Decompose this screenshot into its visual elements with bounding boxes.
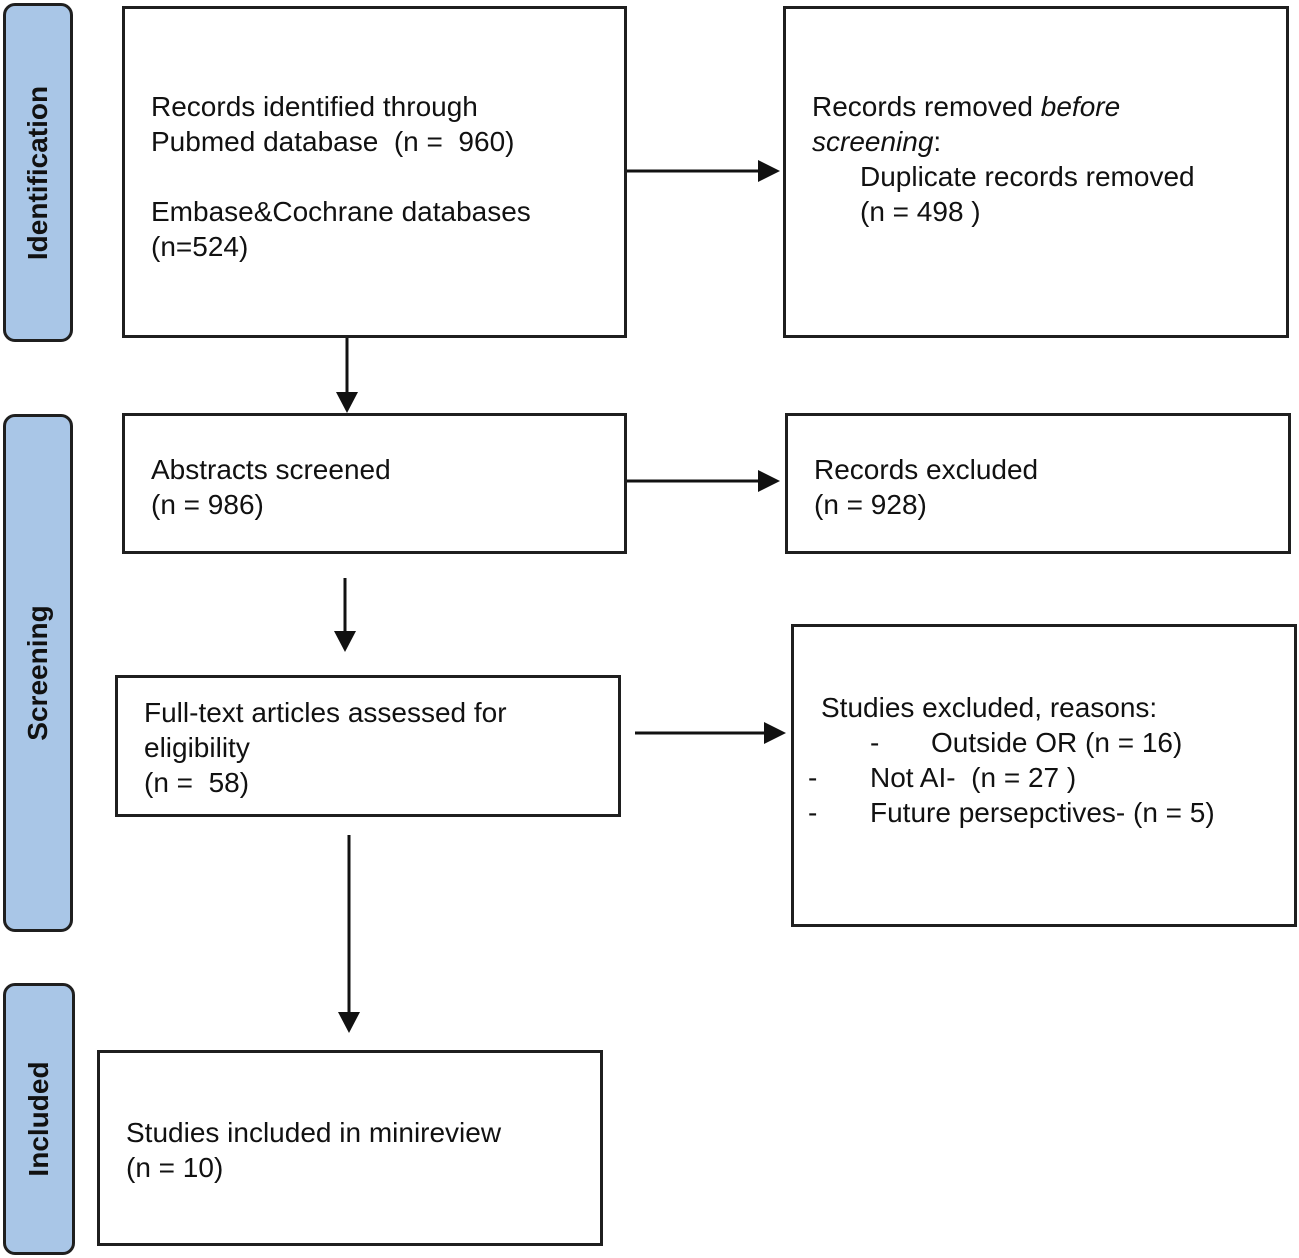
records-excluded-label: Records excluded	[814, 454, 1039, 485]
exclusion-reason: - Outside OR (n = 16)	[794, 725, 1294, 760]
abstracts-screened-label: Abstracts screened	[151, 454, 391, 485]
records-identified-box: Records identified through Pubmed databa…	[122, 6, 627, 338]
records-identified-line2: Pubmed database (n = 960)	[151, 126, 515, 157]
fulltext-assessed-line1: Full-text articles assessed for	[144, 697, 507, 728]
fulltext-assessed-count: (n = 58)	[144, 767, 250, 798]
records-removed-line2: screening:	[812, 124, 1195, 159]
records-excluded-box: Records excluded (n = 928)	[785, 413, 1291, 554]
studies-included-label: Studies included in minireview	[126, 1117, 502, 1148]
duplicate-records-label: Duplicate records removed	[860, 161, 1195, 192]
exclusion-reason-dash: -	[870, 727, 880, 758]
arrowhead-included	[338, 1012, 360, 1033]
arrowhead-records-excluded	[758, 470, 780, 492]
fulltext-assessed-line2: eligibility	[144, 732, 250, 763]
records-identified-line4: (n=524)	[151, 231, 249, 262]
exclusion-reason-text: Outside OR (n = 16)	[931, 727, 1183, 758]
exclusion-reason-dash: -	[808, 797, 818, 828]
duplicate-records-count: (n = 498 )	[860, 196, 981, 227]
arrowhead-abstracts	[336, 392, 358, 413]
fulltext-assessed-box: Full-text articles assessed for eligibil…	[115, 675, 621, 817]
studies-included-count: (n = 10)	[126, 1152, 224, 1183]
records-removed-screening: screening	[812, 126, 934, 157]
studies-excluded-box: Studies excluded, reasons: - Outside OR …	[791, 624, 1297, 927]
records-removed-line1: Records removed before	[812, 89, 1195, 124]
arrowhead-studies-excluded	[764, 722, 786, 744]
arrowhead-fulltext	[334, 631, 356, 652]
phase-screening: Screening	[3, 414, 73, 932]
exclusion-reason: - Not AI- (n = 27 )	[794, 760, 1294, 795]
arrowhead-removed	[758, 160, 780, 182]
records-removed-box: Records removed before screening: Duplic…	[783, 6, 1289, 338]
records-removed-before: before	[1040, 91, 1121, 122]
phase-identification: Identification	[3, 3, 73, 342]
studies-excluded-heading: Studies excluded, reasons:	[821, 692, 1158, 723]
abstracts-screened-box: Abstracts screened (n = 986)	[122, 413, 627, 554]
phase-included: Included	[3, 983, 75, 1255]
records-identified-line1: Records identified through	[151, 91, 478, 122]
records-removed-colon: :	[933, 126, 942, 157]
exclusion-reason-text: Not AI- (n = 27 )	[870, 762, 1077, 793]
abstracts-screened-count: (n = 986)	[151, 489, 264, 520]
exclusion-reason-text: Future persepctives- (n = 5)	[870, 797, 1215, 828]
exclusion-reason-dash: -	[808, 762, 818, 793]
records-identified-line3: Embase&Cochrane databases	[151, 196, 531, 227]
records-excluded-count: (n = 928)	[814, 489, 927, 520]
exclusion-reason: - Future persepctives- (n = 5)	[794, 795, 1294, 830]
records-removed-label: Records removed	[812, 91, 1041, 122]
studies-included-box: Studies included in minireview (n = 10)	[97, 1050, 603, 1246]
